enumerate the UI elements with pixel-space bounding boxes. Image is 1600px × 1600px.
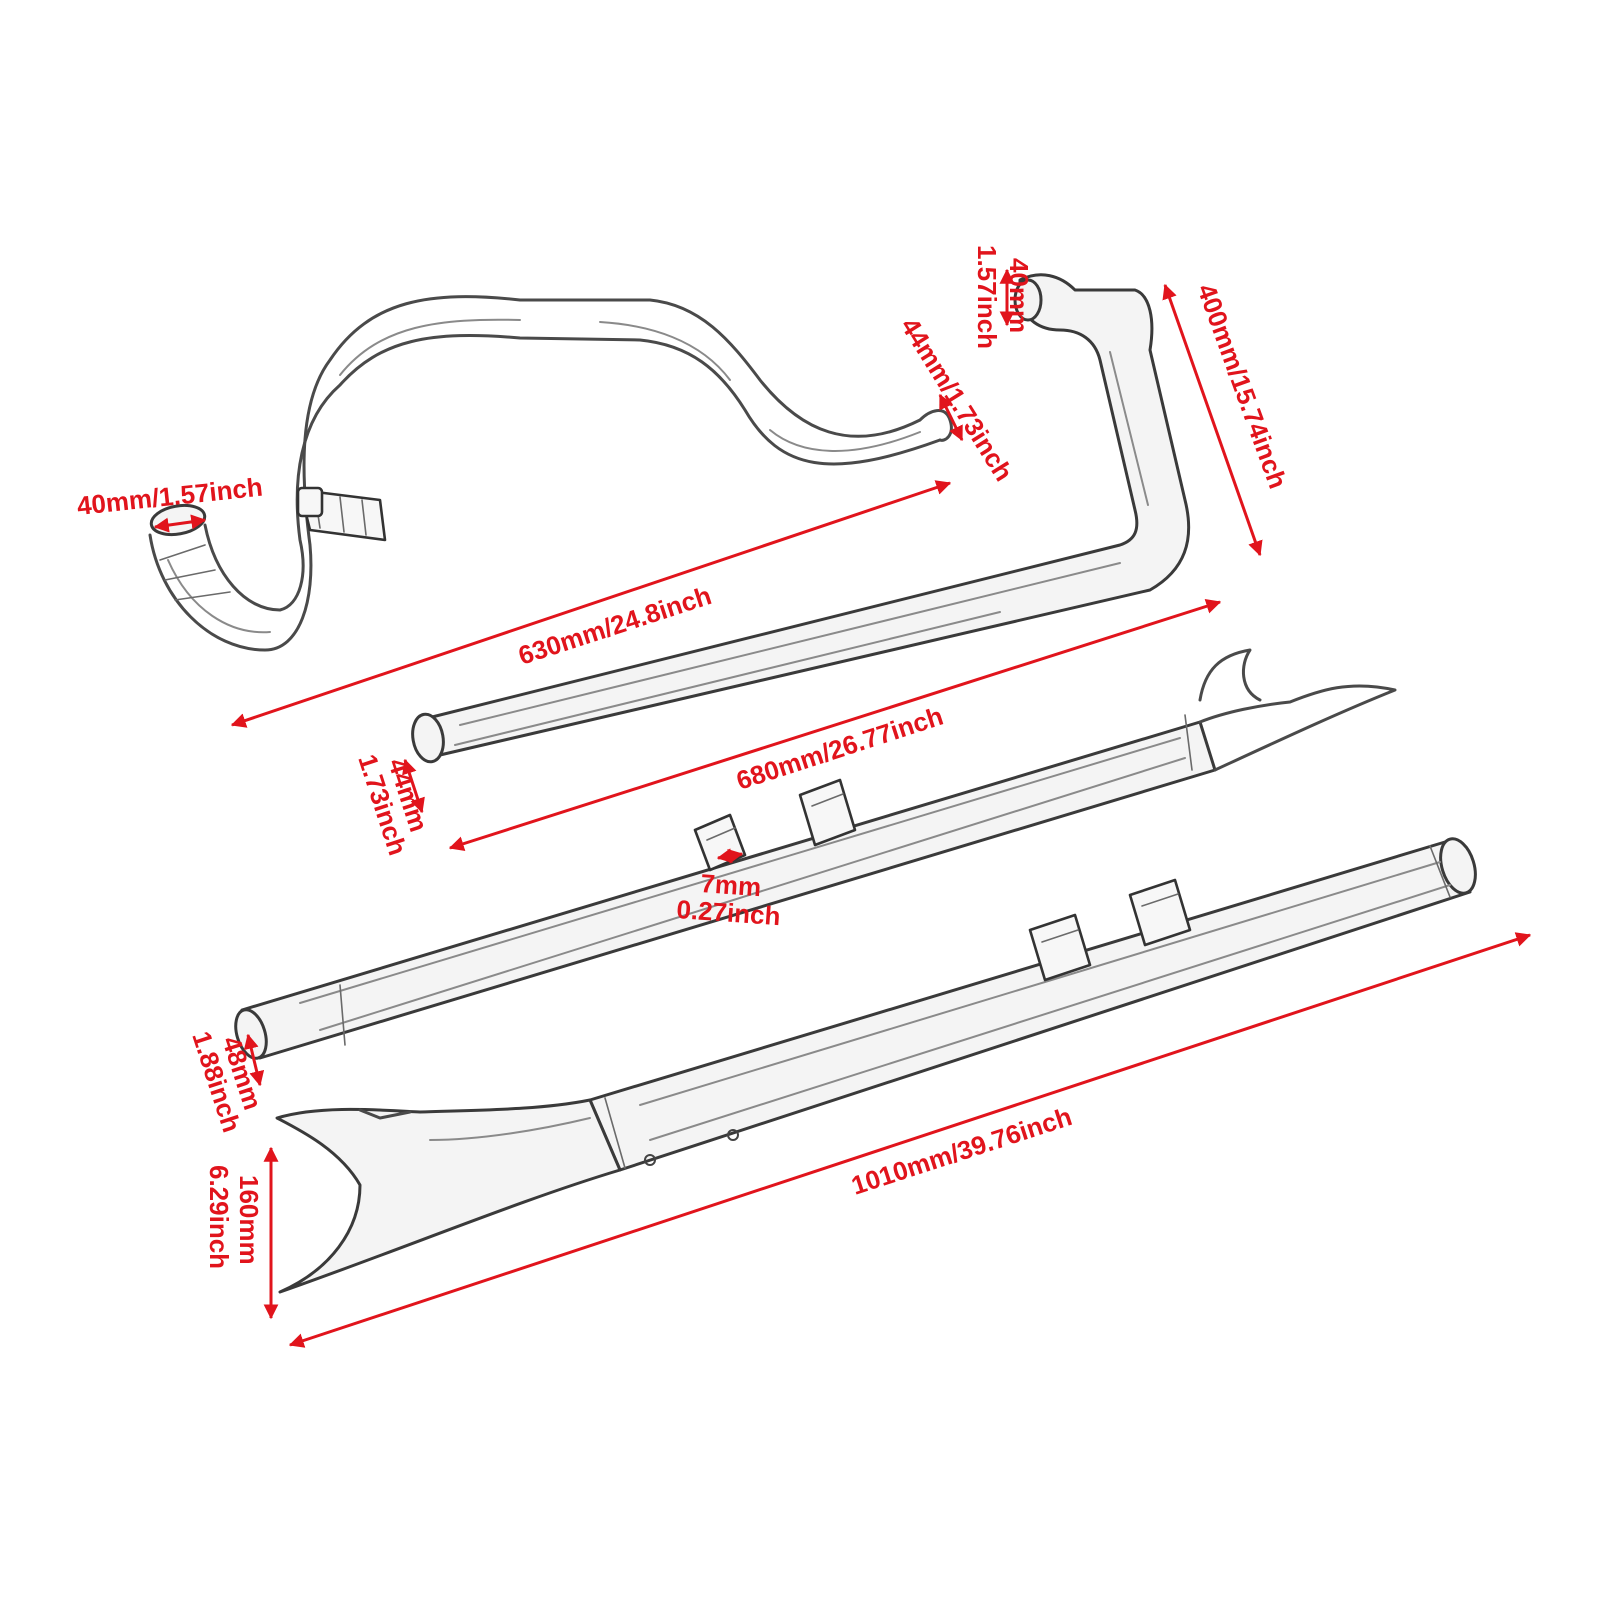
dim-line-muffler-length [288, 932, 1532, 1348]
dim-line-muffler-inlet [243, 1033, 265, 1087]
label-bracket-mm: 7mm [700, 868, 763, 902]
label-tip-height-mm: 160mm [234, 1175, 264, 1265]
label-second-inlet-inch: 1.57inch [972, 245, 1002, 349]
dim-line-bracket-width [716, 848, 744, 864]
header-pipe-front [148, 295, 953, 652]
header-pipe-rear [411, 273, 1191, 764]
label-tip-height-inch: 6.29inch [204, 1165, 234, 1269]
dim-line-header-inlet [153, 514, 207, 533]
dim-line-second-length [448, 599, 1222, 851]
label-second-inlet-mm: 40mm [1004, 258, 1034, 333]
dim-line-header-outlet [938, 393, 964, 442]
muffler-lower [275, 837, 1477, 1294]
muffler-upper [234, 648, 1397, 1060]
dim-line-second-height [1162, 283, 1263, 557]
label-muffler-length: 1010mm/39.76inch [848, 1101, 1076, 1201]
dim-line-second-outlet [402, 758, 425, 814]
label-second-height: 400mm/15.74inch [1191, 280, 1293, 493]
label-bracket-inch: 0.27inch [676, 894, 782, 931]
